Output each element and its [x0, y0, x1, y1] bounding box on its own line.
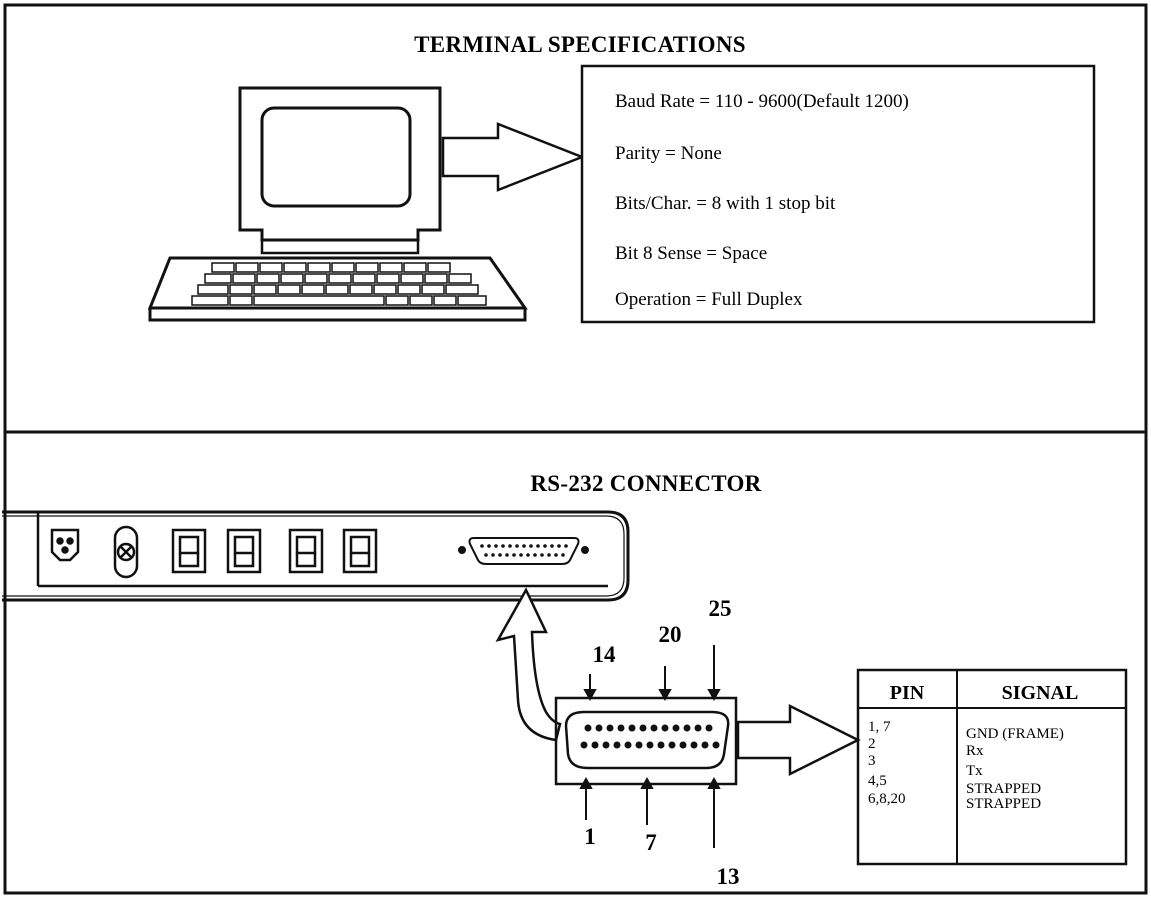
device-back-panel [2, 510, 630, 602]
outer-frame [3, 3, 1148, 895]
table-row-1-signal: GND (FRAME) [966, 726, 1064, 742]
connector-arrow [736, 703, 861, 777]
jack-4-icon [342, 528, 378, 574]
jack-1-icon [171, 528, 207, 574]
table-header-signal: SIGNAL [1002, 682, 1079, 704]
table-row-1-pin: 1, 7 [868, 719, 891, 735]
pin-signal-table [856, 668, 1128, 866]
db25-connector-icon [554, 696, 738, 786]
pin-label-1: 1 [584, 824, 596, 849]
pin-label-14: 14 [593, 642, 617, 667]
table-row-2-pin: 2 [868, 736, 876, 752]
table-row-5-pin: 6,8,20 [868, 791, 906, 807]
table-row-3-pin: 3 [868, 753, 876, 769]
jack-2-icon [226, 528, 262, 574]
pin-pointer-arrows [579, 645, 721, 848]
jack-3-icon [288, 528, 324, 574]
curved-arrow [495, 587, 562, 742]
specs-box [580, 64, 1096, 324]
table-row-3-signal: Tx [966, 763, 983, 779]
table-row-4-signal: STRAPPED [966, 781, 1041, 797]
table-row-2-signal: Rx [966, 743, 984, 759]
spec-baud-rate: Baud Rate = 110 - 9600(Default 1200) [615, 91, 909, 112]
modular-jack-icons [171, 528, 378, 574]
table-header-pin: PIN [890, 682, 925, 704]
pin-label-25: 25 [709, 596, 732, 621]
pin-label-7: 7 [645, 830, 657, 855]
terminal-arrow [441, 122, 586, 192]
power-inlet-icon [50, 528, 80, 562]
pin-label-20: 20 [659, 622, 682, 647]
terminal-title: TERMINAL SPECIFICATIONS [414, 32, 746, 57]
table-row-5-signal: STRAPPED [966, 796, 1041, 812]
spec-operation: Operation = Full Duplex [615, 289, 803, 310]
pin-label-13: 13 [717, 864, 740, 889]
connector-title: RS-232 CONNECTOR [530, 471, 761, 496]
panel-db25-connector-icon [458, 537, 589, 565]
fuse-holder-icon [113, 525, 139, 579]
spec-parity: Parity = None [615, 143, 722, 164]
terminal-icon [147, 86, 528, 322]
table-row-4-pin: 4,5 [868, 773, 887, 789]
spec-bits-per-char: Bits/Char. = 8 with 1 stop bit [615, 193, 836, 214]
spec-bit8-sense: Bit 8 Sense = Space [615, 243, 767, 264]
